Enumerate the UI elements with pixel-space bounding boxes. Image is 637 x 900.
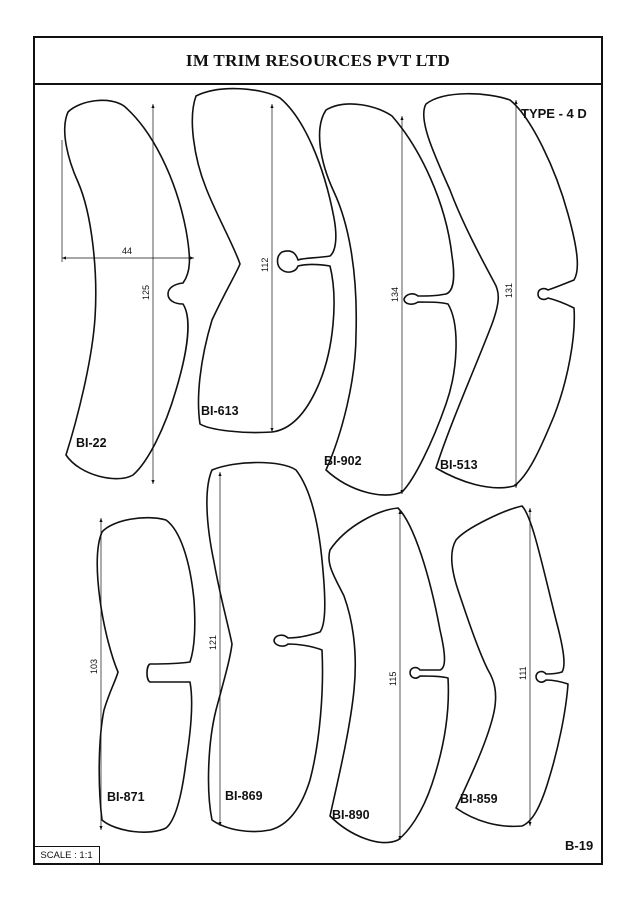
part-label-bi-871: BI-871 — [107, 790, 145, 804]
part-label-bi-859: BI-859 — [460, 792, 498, 806]
dim-height-bi-869: 121 — [208, 635, 218, 650]
company-title: IM TRIM RESOURCES PVT LTD — [185, 50, 451, 70]
part-label-bi-902: BI-902 — [324, 454, 362, 468]
dim-height-bi-613: 112 — [260, 258, 270, 272]
part-label-bi-890: BI-890 — [332, 808, 370, 822]
part-outline — [328, 507, 450, 844]
dim-height-bi-859: 111 — [518, 666, 528, 680]
part-label-bi-513: BI-513 — [440, 458, 478, 472]
part-bi-902: 134 BI-902 — [318, 103, 457, 496]
part-label-bi-613: BI-613 — [201, 404, 239, 418]
part-bi-890: 115 BI-890 — [328, 507, 450, 844]
title-block: IM TRIM RESOURCES PVT LTD — [35, 38, 601, 85]
part-bi-871: 103 BI-871 — [89, 516, 196, 833]
part-outline — [422, 92, 579, 489]
part-bi-613: 112 BI-613 — [191, 87, 337, 434]
part-bi-869: 121 BI-869 — [206, 461, 326, 833]
part-outline — [450, 505, 569, 828]
dim-height-bi-513: 131 — [504, 283, 514, 298]
drawing-frame: IM TRIM RESOURCES PVT LTD — [33, 36, 603, 865]
dim-height-bi-890: 115 — [388, 672, 398, 686]
part-outline — [318, 103, 457, 496]
part-label-bi-22: BI-22 — [76, 436, 107, 450]
part-bi-22: 44 125 BI-22 — [61, 99, 194, 484]
part-outline — [206, 461, 326, 833]
part-bi-513: 131 BI-513 — [422, 92, 579, 489]
part-bi-859: 111 BI-859 — [450, 505, 569, 828]
part-label-bi-869: BI-869 — [225, 789, 263, 803]
scale-text: SCALE : 1:1 — [40, 850, 93, 861]
part-outline — [64, 99, 191, 480]
dim-width-bi-22: 44 — [122, 246, 132, 256]
part-outline — [191, 87, 337, 434]
dim-height-bi-871: 103 — [89, 659, 99, 674]
part-outline — [96, 516, 196, 833]
sheet-code: B-19 — [565, 838, 594, 853]
scale-box: SCALE : 1:1 — [33, 846, 100, 865]
type-label: TYPE - 4 D — [521, 106, 587, 121]
dim-height-bi-902: 134 — [390, 287, 400, 302]
dim-height-bi-22: 125 — [141, 285, 151, 300]
